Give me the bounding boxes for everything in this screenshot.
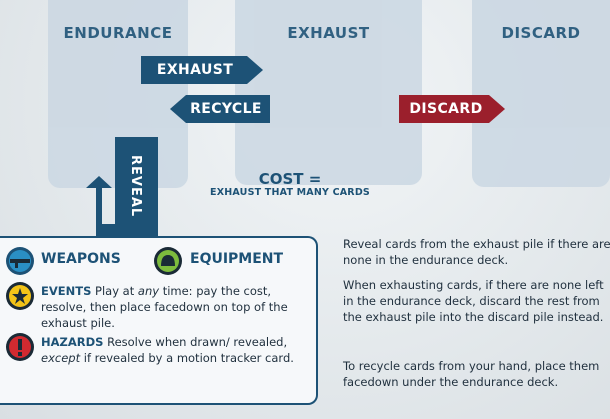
hazards-text-2: if revealed by a motion tracker card.: [80, 351, 294, 365]
hazards-label: HAZARDS: [41, 335, 104, 349]
cost-line2: EXHAUST THAT MANY CARDS: [210, 187, 370, 198]
recycle-arrow-label: RECYCLE: [190, 101, 262, 117]
recycle-arrow: RECYCLE: [170, 95, 270, 123]
exhaust-zone: EXHAUST: [235, 0, 422, 185]
endurance-title: ENDURANCE: [63, 24, 173, 42]
reveal-arrow-shape: [86, 137, 158, 236]
exhaust-arrow: EXHAUST: [141, 56, 263, 84]
events-any: any: [137, 284, 160, 298]
cost-line1: COST =: [258, 170, 322, 188]
rule-recycle: To recycle cards from your hand, place t…: [343, 359, 600, 389]
exhaust-title: EXHAUST: [287, 24, 370, 42]
equipment-icon: [154, 247, 182, 275]
hazards-except: except: [41, 351, 81, 365]
hazards-text: HAZARDS Resolve when drawn/ revealed, ex…: [41, 334, 309, 366]
events-text: EVENTS Play at any time: pay the cost, r…: [41, 283, 309, 331]
weapons-label: WEAPONS: [41, 251, 121, 267]
reveal-arrow-stem: [94, 186, 104, 188]
exhaust-arrow-label: EXHAUST: [156, 62, 234, 78]
hazards-text-1: Resolve when drawn/ revealed,: [103, 335, 288, 349]
reveal-label: REVEAL: [128, 155, 143, 218]
hazards-icon: [6, 333, 34, 361]
discard-arrow-label: DISCARD: [409, 101, 483, 117]
discard-zone: DISCARD: [472, 0, 610, 187]
discard-arrow: DISCARD: [399, 95, 505, 123]
rule-exhausting: When exhausting cards, if there are none…: [343, 278, 604, 324]
events-text-1: Play at: [91, 284, 138, 298]
weapons-icon: [6, 247, 34, 275]
equipment-label: EQUIPMENT: [190, 251, 284, 267]
events-text-2: time: pay the cost, resolve, then place …: [41, 284, 288, 330]
cost-text: COST = EXHAUST THAT MANY CARDS: [190, 171, 390, 199]
events-icon: [6, 282, 34, 310]
discard-title: DISCARD: [501, 24, 581, 42]
rule-reveal: Reveal cards from the exhaust pile if th…: [343, 237, 610, 267]
events-label: EVENTS: [41, 284, 92, 298]
